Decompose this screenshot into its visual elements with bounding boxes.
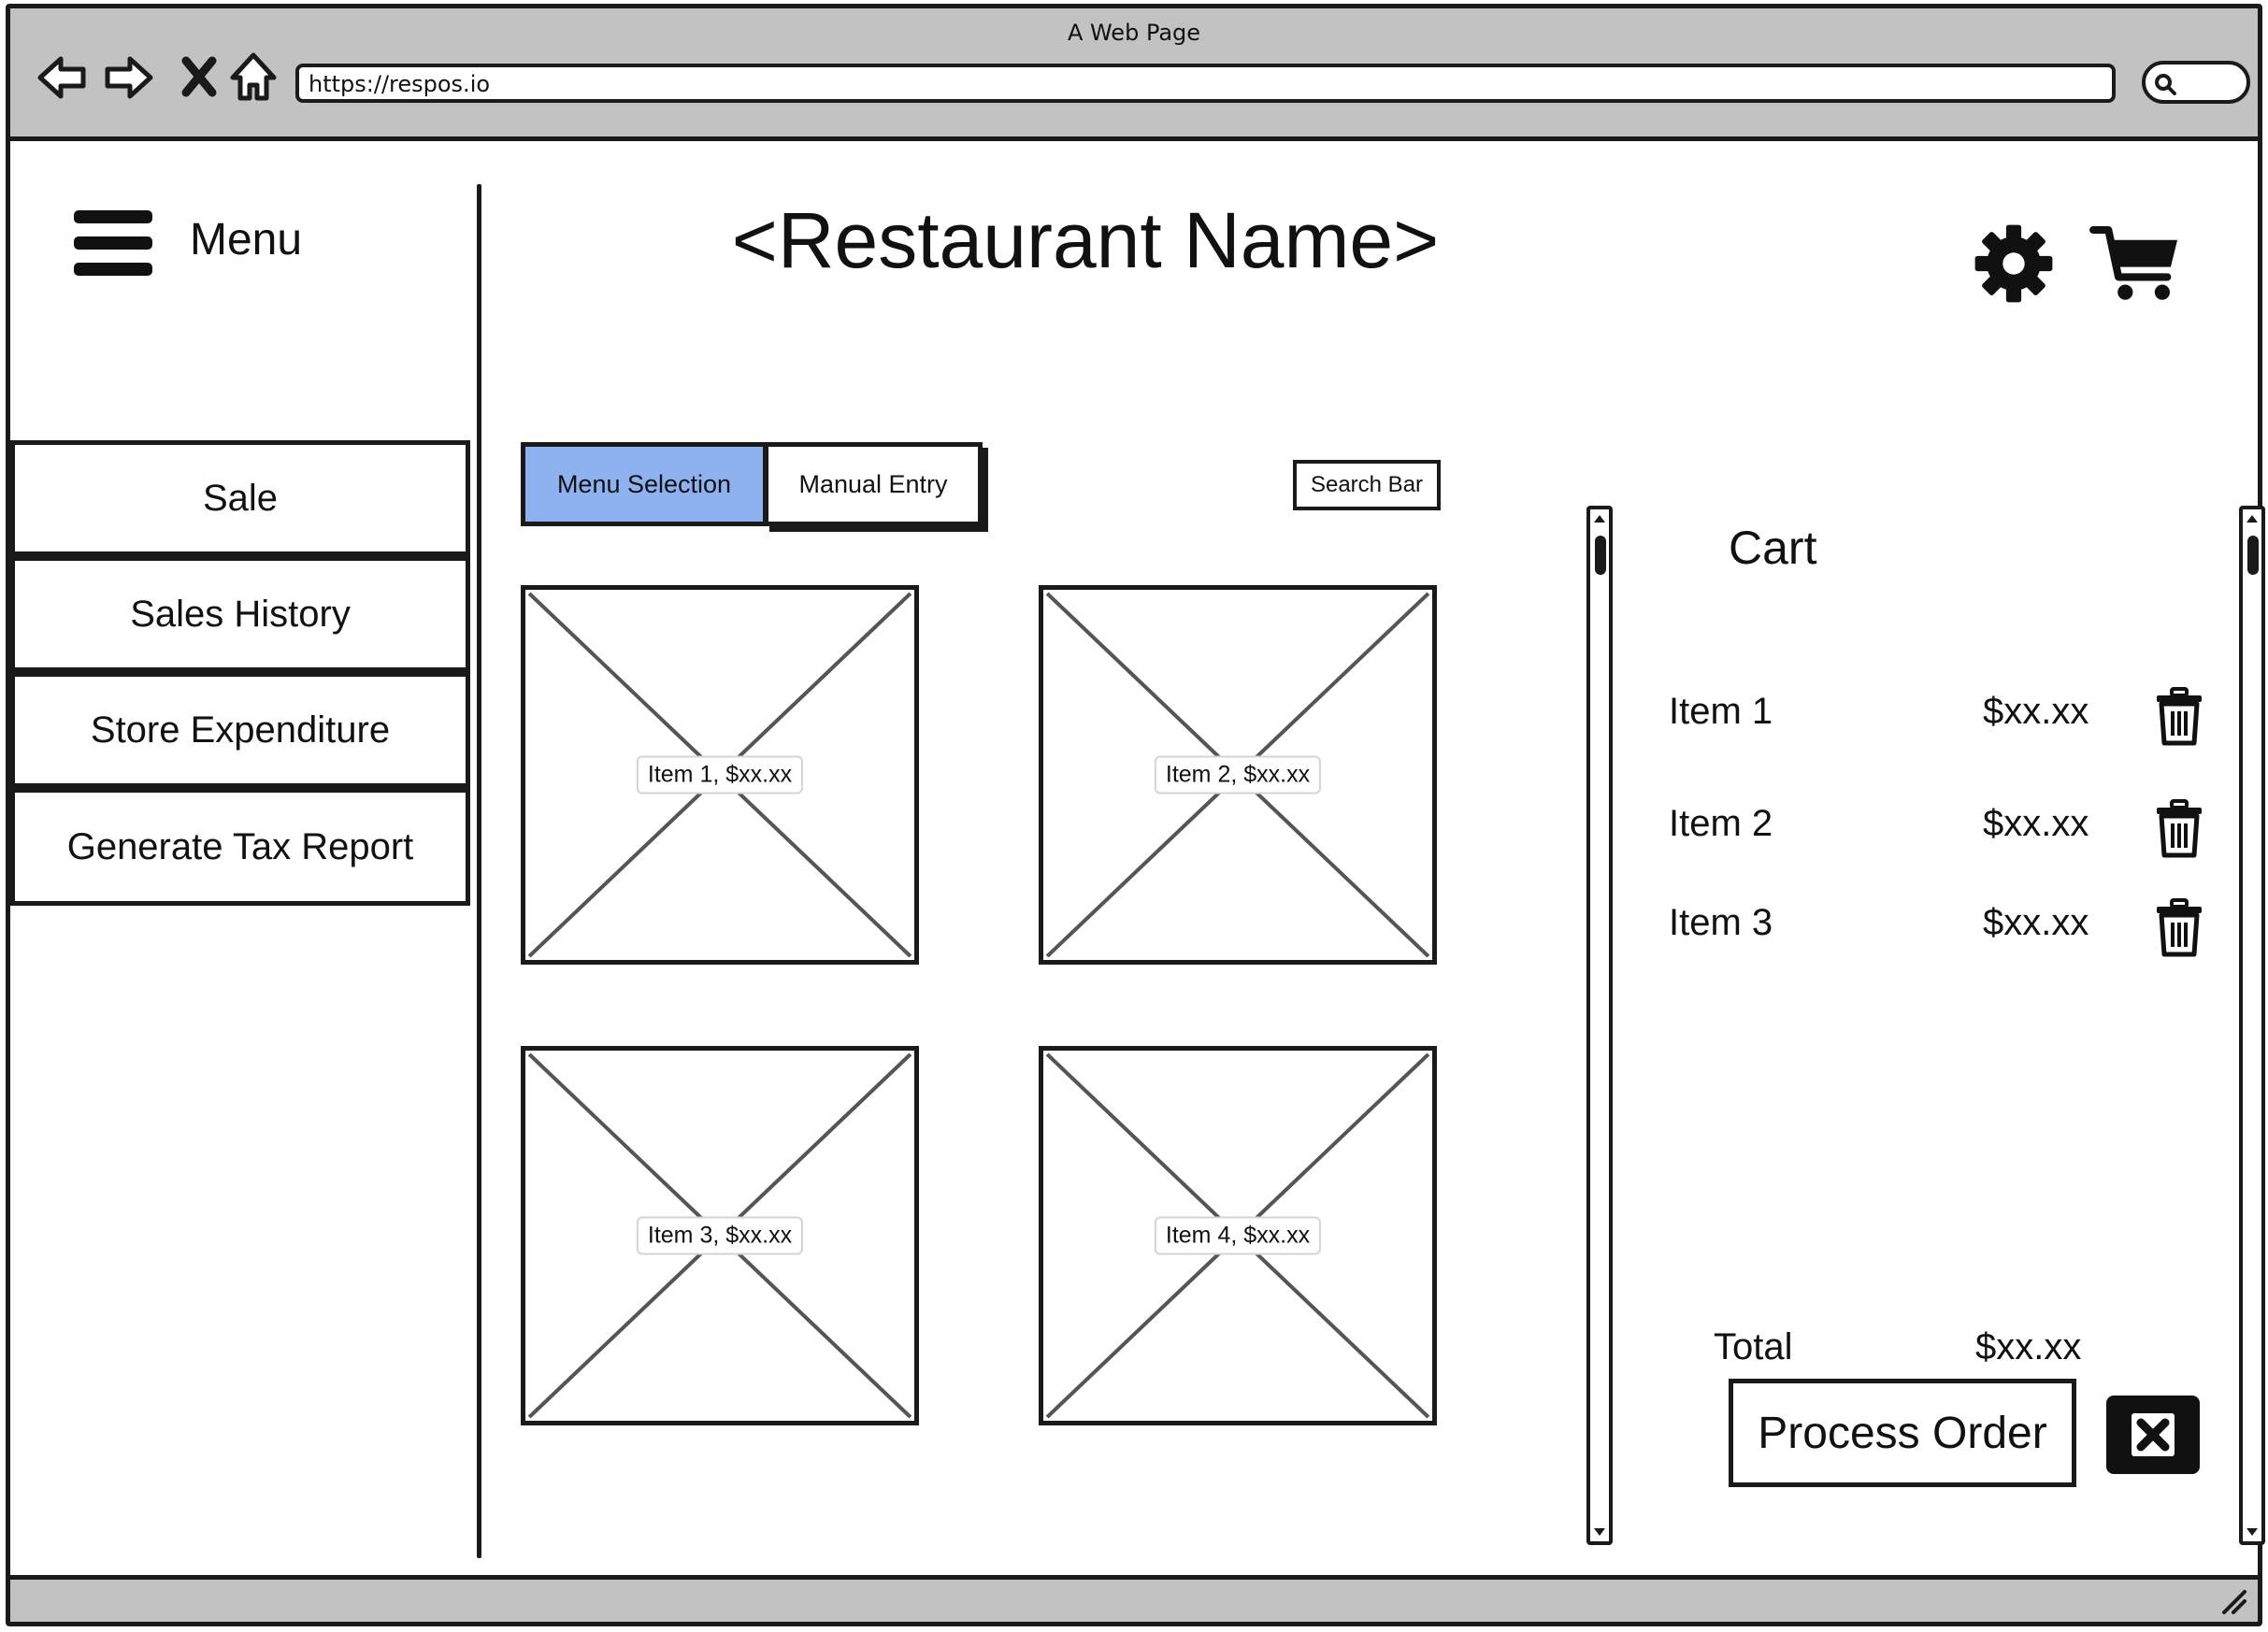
sidebar-item-sales-history[interactable]: Sales History (10, 556, 470, 672)
forward-icon[interactable] (100, 50, 156, 106)
cart-scrollbar[interactable] (2239, 506, 2265, 1545)
cart-item: Item 2 $xx.xx (1669, 799, 2211, 868)
total-value: $xx.xx (1975, 1326, 2082, 1367)
address-bar[interactable]: https://respos.io (295, 64, 2116, 103)
scroll-thumb[interactable] (2247, 536, 2259, 575)
stop-icon[interactable] (171, 50, 227, 106)
scroll-down-icon[interactable] (1590, 1523, 1609, 1541)
sidebar-item-generate-tax-report[interactable]: Generate Tax Report (10, 788, 470, 906)
tab-menu-selection[interactable]: Menu Selection (521, 442, 768, 526)
trash-icon[interactable] (2153, 799, 2205, 859)
gear-icon[interactable] (1972, 222, 2056, 306)
sidebar-divider (477, 184, 481, 1558)
cart-item-price: $xx.xx (1983, 803, 2089, 844)
close-icon (2132, 1413, 2175, 1456)
menu-item-caption: Item 3, $xx.xx (636, 1216, 804, 1255)
cart-item-price: $xx.xx (1983, 902, 2089, 943)
cart-icon[interactable] (2089, 222, 2183, 306)
menu-item-caption: Item 4, $xx.xx (1154, 1216, 1322, 1255)
back-icon[interactable] (35, 50, 91, 106)
process-order-button[interactable]: Process Order (1729, 1379, 2076, 1487)
sidebar-item-store-expenditure[interactable]: Store Expenditure (10, 672, 470, 788)
cart-item-name: Item 3 (1669, 902, 1773, 943)
cart-item: Item 3 $xx.xx (1669, 898, 2211, 967)
hamburger-menu-icon[interactable] (74, 210, 152, 279)
cart-heading: Cart (1729, 522, 1817, 574)
browser-window: A Web Page https://respos.io Menu Sale S… (6, 4, 2265, 1626)
cart-item-name: Item 2 (1669, 803, 1773, 844)
resize-grip-icon[interactable] (2213, 1581, 2250, 1618)
scroll-down-icon[interactable] (2243, 1523, 2261, 1541)
menu-item-card[interactable]: Item 2, $xx.xx (1039, 585, 1437, 965)
cancel-order-button[interactable] (2106, 1396, 2200, 1474)
cart-item-price: $xx.xx (1983, 691, 2089, 732)
browser-toolbar: A Web Page https://respos.io (10, 8, 2258, 141)
menu-item-caption: Item 2, $xx.xx (1154, 755, 1322, 795)
status-bar (10, 1575, 2258, 1622)
menu-item-card[interactable]: Item 1, $xx.xx (521, 585, 919, 965)
trash-icon[interactable] (2153, 687, 2205, 747)
cart-item: Item 1 $xx.xx (1669, 687, 2211, 756)
magnifier-icon (2155, 74, 2176, 95)
search-bar[interactable]: Search Bar (1293, 460, 1441, 510)
total-label: Total (1714, 1326, 1793, 1367)
scroll-up-icon[interactable] (1590, 509, 1609, 528)
home-icon[interactable] (225, 50, 281, 106)
menu-item-card[interactable]: Item 4, $xx.xx (1039, 1046, 1437, 1425)
window-title: A Web Page (1067, 20, 1201, 46)
cart-item-name: Item 1 (1669, 691, 1773, 732)
sidebar-item-sale[interactable]: Sale (10, 440, 470, 556)
menu-label: Menu (190, 215, 303, 265)
scroll-thumb[interactable] (1595, 536, 1606, 575)
menu-item-card[interactable]: Item 3, $xx.xx (521, 1046, 919, 1425)
restaurant-name: <Restaurant Name> (731, 196, 1440, 284)
tab-manual-entry[interactable]: Manual Entry (764, 442, 983, 526)
trash-icon[interactable] (2153, 898, 2205, 958)
menu-scrollbar[interactable] (1586, 506, 1613, 1545)
scroll-up-icon[interactable] (2243, 509, 2261, 528)
menu-item-caption: Item 1, $xx.xx (636, 755, 804, 795)
browser-search-field[interactable] (2142, 61, 2250, 104)
